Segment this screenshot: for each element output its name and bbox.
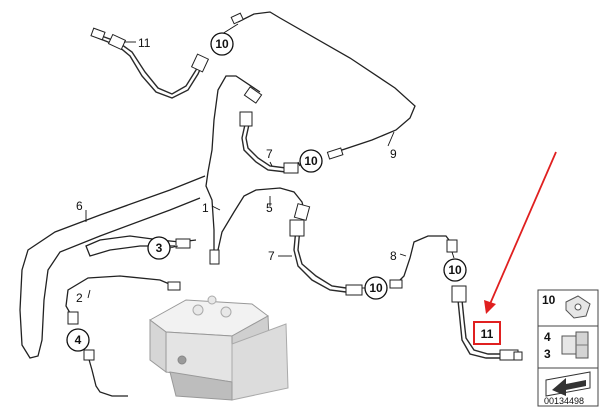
- callout-11-highlight: 11: [481, 327, 494, 341]
- abs-hydraulic-unit: [149, 295, 289, 401]
- leader-10-top: [221, 23, 239, 35]
- clip-icon: [565, 295, 591, 319]
- legend-item-4: 4: [544, 330, 551, 344]
- callout-10-top: 10: [215, 37, 229, 51]
- callout-10-right: 10: [448, 263, 462, 277]
- brake-line-2: [65, 275, 175, 321]
- callout-10-right-circle: [443, 258, 467, 282]
- brake-line-5: [217, 187, 305, 251]
- fitting-line-5-end: [293, 203, 311, 221]
- callout-5: 5: [266, 201, 273, 215]
- callout-4: 4: [75, 333, 82, 347]
- leader-7-upper: [269, 161, 273, 167]
- fitting-11-right-top: [451, 285, 467, 303]
- legend-item-10: 10: [542, 293, 556, 307]
- hose-11-right-inner: [461, 299, 504, 355]
- brake-line-4: [87, 355, 128, 397]
- fitting-11-right-tip: [513, 351, 523, 361]
- brake-line-8: [395, 235, 453, 285]
- callout-10-low-circle: [364, 276, 388, 300]
- callout-7-lower: 7: [268, 249, 275, 263]
- fitting-line-2-right: [167, 281, 181, 291]
- leader-2: [87, 289, 91, 299]
- fitting-line-9-end: [326, 147, 344, 160]
- highlight-box-11: [473, 321, 501, 345]
- fitting-line-1-top: [243, 86, 263, 104]
- callout-7-upper: 7: [266, 147, 273, 161]
- fitting-line-4: [83, 349, 95, 361]
- callout-1: 1: [202, 201, 209, 215]
- brake-line-3: [85, 235, 197, 257]
- callout-9: 9: [390, 147, 397, 161]
- brake-line-1: [205, 75, 261, 256]
- leader-10-right: [451, 251, 455, 259]
- callout-10-low: 10: [369, 281, 383, 295]
- fitting-10-top: [230, 12, 244, 25]
- callout-8: 8: [390, 249, 397, 263]
- diagram-logo-icon: [545, 371, 591, 397]
- brake-line-6: [19, 175, 206, 359]
- callout-6: 6: [76, 199, 83, 213]
- leader-10-mid: [297, 161, 301, 167]
- hose-11-top-inner: [97, 37, 203, 99]
- leader-9: [387, 131, 395, 147]
- annotation-arrow: [484, 151, 557, 314]
- fitting-line-8-high: [446, 239, 458, 253]
- leader-8: [399, 253, 407, 257]
- leader-1: [211, 205, 221, 211]
- callout-2: 2: [76, 291, 83, 305]
- fitting-11-top-left: [90, 27, 106, 41]
- fitting-line-3: [175, 238, 191, 249]
- union-nut-icon: [561, 331, 589, 359]
- fitting-11-top-crimp: [107, 33, 127, 51]
- fitting-7-lower-top: [289, 219, 305, 237]
- fitting-7-upper-end: [283, 162, 299, 174]
- fitting-line-2-left: [67, 311, 79, 325]
- fitting-line-8-low: [389, 279, 403, 289]
- legend-item-3: 3: [544, 347, 551, 361]
- fitting-line-1-bottom: [209, 249, 220, 265]
- callout-3-circle: [147, 236, 171, 260]
- fitting-11-top-right: [190, 53, 210, 73]
- hose-11-right: [457, 299, 504, 359]
- fitting-7-upper-top: [239, 111, 253, 127]
- legend-panel: 10 4 3 00134498: [537, 289, 599, 407]
- brake-line-10-top: [237, 11, 416, 155]
- callout-10-top-circle: [210, 32, 234, 56]
- fitting-7-lower-end: [345, 284, 363, 296]
- leader-3: [169, 245, 179, 249]
- callout-3: 3: [156, 241, 163, 255]
- hose-7-lower-inner: [297, 227, 358, 289]
- callout-10-mid-circle: [299, 149, 323, 173]
- callout-4-circle: [66, 328, 90, 352]
- callout-10-mid: 10: [304, 154, 318, 168]
- callout-11-top: 11: [138, 36, 151, 50]
- part-number: 00134498: [544, 396, 584, 406]
